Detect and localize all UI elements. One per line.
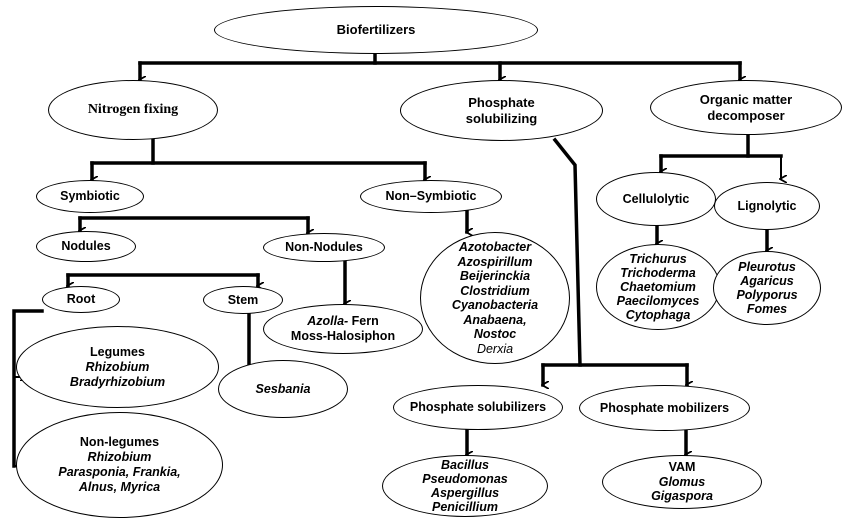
node-symbiotic-label: Symbiotic — [60, 189, 120, 203]
node-lignolytic: Lignolytic — [714, 182, 820, 230]
node-cellulolytic: Cellulolytic — [596, 172, 716, 226]
organism-item: Azospirillum — [457, 254, 533, 269]
organism-item: Trichoderma — [620, 266, 696, 280]
organism-item: Cytophaga — [625, 308, 691, 322]
node-phosphate-mobilizers: Phosphate mobilizers — [579, 385, 750, 431]
node-mobilizers-list: VAM Glomus Gigaspora — [602, 455, 762, 509]
organism-item: Cyanobacteria — [451, 298, 539, 312]
organism-item: Paecilomyces — [616, 294, 700, 308]
node-phosphate-line-2: solubilizing — [465, 110, 538, 126]
organism-item: Penicillium — [432, 500, 498, 514]
node-non-legumes-title: Non-legumes — [79, 435, 160, 449]
organism-item: Glomus — [658, 474, 706, 489]
node-nitrogen-fixing: Nitrogen fixing — [48, 80, 218, 140]
node-biofertilizers-label: Biofertilizers — [336, 22, 416, 37]
organism-item: Azotobacter — [458, 240, 532, 254]
organism-item: VAM — [668, 460, 696, 475]
organism-item: Anabaena, — [463, 312, 527, 327]
node-lignolytic-label: Lignolytic — [737, 198, 797, 213]
node-non-symbiotic: Non–Symbiotic — [360, 180, 502, 213]
node-organic-matter: Organic matter decomposer — [650, 80, 842, 135]
node-non-legumes-item: Parasponia, Frankia, — [58, 465, 181, 479]
node-azolla-line-1: Azolla- Fern — [307, 314, 379, 329]
node-symbiotic: Symbiotic — [36, 180, 144, 213]
node-solubilizers-list: Bacillus Pseudomonas Aspergillus Penicil… — [382, 455, 548, 517]
node-non-nodules-label: Non-Nodules — [285, 240, 363, 254]
node-non-legumes-item: Rhizobium — [87, 450, 152, 464]
node-root: Root — [42, 286, 120, 313]
node-non-symbiotic-label: Non–Symbiotic — [385, 189, 477, 203]
organism-item: Clostridium — [460, 283, 530, 298]
node-lignolytic-list: Pleurotus Agaricus Polyporus Fomes — [713, 251, 821, 325]
connector-phosphate-diagonal — [552, 137, 582, 367]
node-cellulolytic-label: Cellulolytic — [622, 191, 690, 206]
node-azolla-rest: Fern — [348, 314, 379, 328]
node-root-label: Root — [66, 292, 96, 306]
node-non-legumes: Non-legumes Rhizobium Parasponia, Franki… — [16, 412, 223, 518]
node-legumes-item: Bradyrhizobium — [69, 374, 166, 389]
node-non-legumes-item: Alnus, Myrica — [78, 480, 161, 494]
organism-item: Pleurotus — [738, 260, 796, 274]
node-nodules: Nodules — [36, 231, 136, 262]
node-phosphate-solubilizing: Phosphate solubilizing — [400, 80, 603, 141]
node-phosphate-line-1: Phosphate — [468, 94, 535, 110]
node-azolla-line-2: Moss-Halosiphon — [290, 329, 396, 343]
organism-item: Beijerinckia — [459, 269, 531, 283]
connector-root-bracket — [12, 309, 44, 468]
node-non-nodules: Non-Nodules — [263, 233, 385, 262]
organism-item: Bacillus — [441, 458, 489, 472]
organism-item: Polyporus — [736, 288, 798, 302]
node-phosphate-mobilizers-label: Phosphate mobilizers — [599, 400, 730, 415]
organism-item: Trichurus — [629, 252, 687, 266]
node-organic-line-1: Organic matter — [699, 91, 793, 107]
node-legumes-item: Rhizobium — [85, 359, 150, 374]
organism-item: Chaetomium — [620, 280, 696, 294]
organism-item: Aspergillus — [430, 486, 500, 500]
organism-item: Nostoc — [473, 327, 517, 341]
organism-item: Fomes — [746, 302, 788, 316]
node-stem: Stem — [203, 286, 283, 314]
node-azolla-genus: Azolla- — [307, 314, 349, 328]
organism-item: Pseudomonas — [422, 472, 508, 486]
node-legumes: Legumes Rhizobium Bradyrhizobium — [16, 326, 219, 408]
node-biofertilizers: Biofertilizers — [214, 6, 538, 54]
node-nitrogen-fixing-label: Nitrogen fixing — [87, 102, 179, 117]
node-non-symbiotic-list: Azotobacter Azospirillum Beijerinckia Cl… — [420, 232, 570, 364]
node-phosphate-solubilizers: Phosphate solubilizers — [393, 385, 563, 430]
node-sesbania-label: Sesbania — [255, 381, 311, 396]
organism-item: Derxia — [476, 341, 514, 356]
organism-item: Gigaspora — [651, 489, 713, 504]
node-stem-label: Stem — [227, 292, 259, 307]
node-azolla: Azolla- Fern Moss-Halosiphon — [263, 304, 423, 354]
node-nodules-label: Nodules — [61, 239, 111, 253]
node-legumes-title: Legumes — [90, 344, 145, 359]
node-sesbania: Sesbania — [218, 360, 348, 418]
node-phosphate-solubilizers-label: Phosphate solubilizers — [409, 400, 547, 414]
node-cellulolytic-list: Trichurus Trichoderma Chaetomium Paecilo… — [596, 244, 720, 330]
node-organic-line-2: decomposer — [707, 107, 785, 123]
organism-item: Agaricus — [740, 274, 794, 288]
